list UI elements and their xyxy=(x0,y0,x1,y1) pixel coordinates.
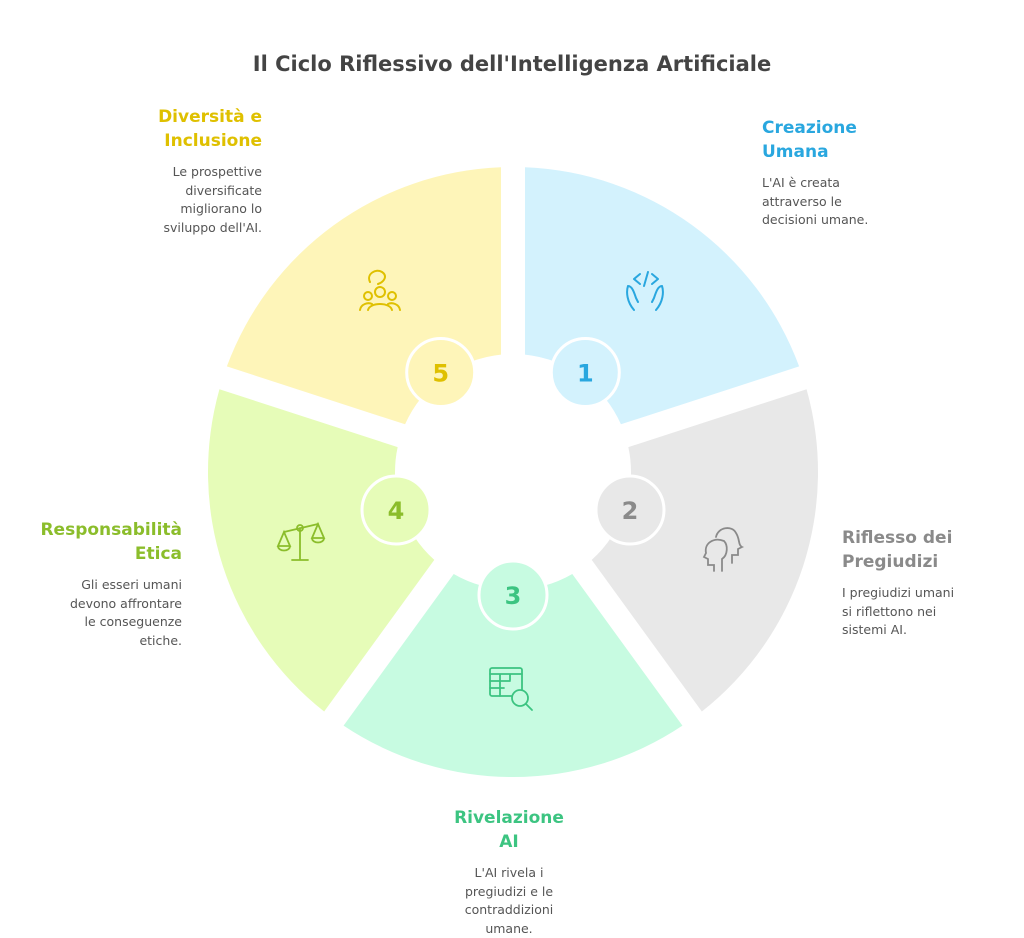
step-desc-line: L'AI rivela i xyxy=(409,864,609,883)
step-desc-line: sistemi AI. xyxy=(842,621,954,640)
step-desc-line: si riflettono nei xyxy=(842,603,954,622)
step-desc-line: sviluppo dell'AI. xyxy=(158,219,262,238)
step-number: 5 xyxy=(432,359,449,387)
step-desc-line: le conseguenze xyxy=(40,613,182,632)
step-desc-line: umane. xyxy=(409,920,609,938)
step-number: 1 xyxy=(577,359,594,387)
step-desc-line: decisioni umane. xyxy=(762,211,868,230)
step-title-line: Riflesso dei xyxy=(842,526,954,550)
step-number: 2 xyxy=(622,497,639,525)
step-title-line: Inclusione xyxy=(158,129,262,153)
step-desc-line: attraverso le xyxy=(762,193,868,212)
diagram-title: Il Ciclo Riflessivo dell'Intelligenza Ar… xyxy=(0,52,1024,76)
step-title-line: Rivelazione xyxy=(409,806,609,830)
step-title-line: Creazione xyxy=(762,116,868,140)
step-desc-line: migliorano lo xyxy=(158,200,262,219)
step-desc-line: I pregiudizi umani xyxy=(842,584,954,603)
step-desc-line: L'AI è creata xyxy=(762,174,868,193)
step-title-line: Umana xyxy=(762,140,868,164)
step-title-line: Responsabilità xyxy=(40,518,182,542)
step-title-line: Diversità e xyxy=(158,105,262,129)
step-desc-line: Le prospettive xyxy=(158,163,262,182)
step-title-line: Pregiudizi xyxy=(842,550,954,574)
step-number: 4 xyxy=(388,497,405,525)
step-desc-line: pregiudizi e le xyxy=(409,883,609,902)
step-desc-line: contraddizioni xyxy=(409,901,609,920)
step-1-text: Creazione Umana L'AI è creata attraverso… xyxy=(762,116,868,230)
step-4-text: Responsabilità Etica Gli esseri umani de… xyxy=(40,518,182,650)
step-2-text: Riflesso dei Pregiudizi I pregiudizi uma… xyxy=(842,526,954,640)
step-3-text: Rivelazione AI L'AI rivela i pregiudizi … xyxy=(409,806,609,938)
step-desc-line: Gli esseri umani xyxy=(40,576,182,595)
step-desc-line: etiche. xyxy=(40,632,182,651)
step-desc-line: devono affrontare xyxy=(40,595,182,614)
step-number: 3 xyxy=(505,582,522,610)
step-title-line: AI xyxy=(409,830,609,854)
step-5-text: Diversità e Inclusione Le prospettive di… xyxy=(158,105,262,237)
step-desc-line: diversificate xyxy=(158,182,262,201)
step-title-line: Etica xyxy=(40,542,182,566)
